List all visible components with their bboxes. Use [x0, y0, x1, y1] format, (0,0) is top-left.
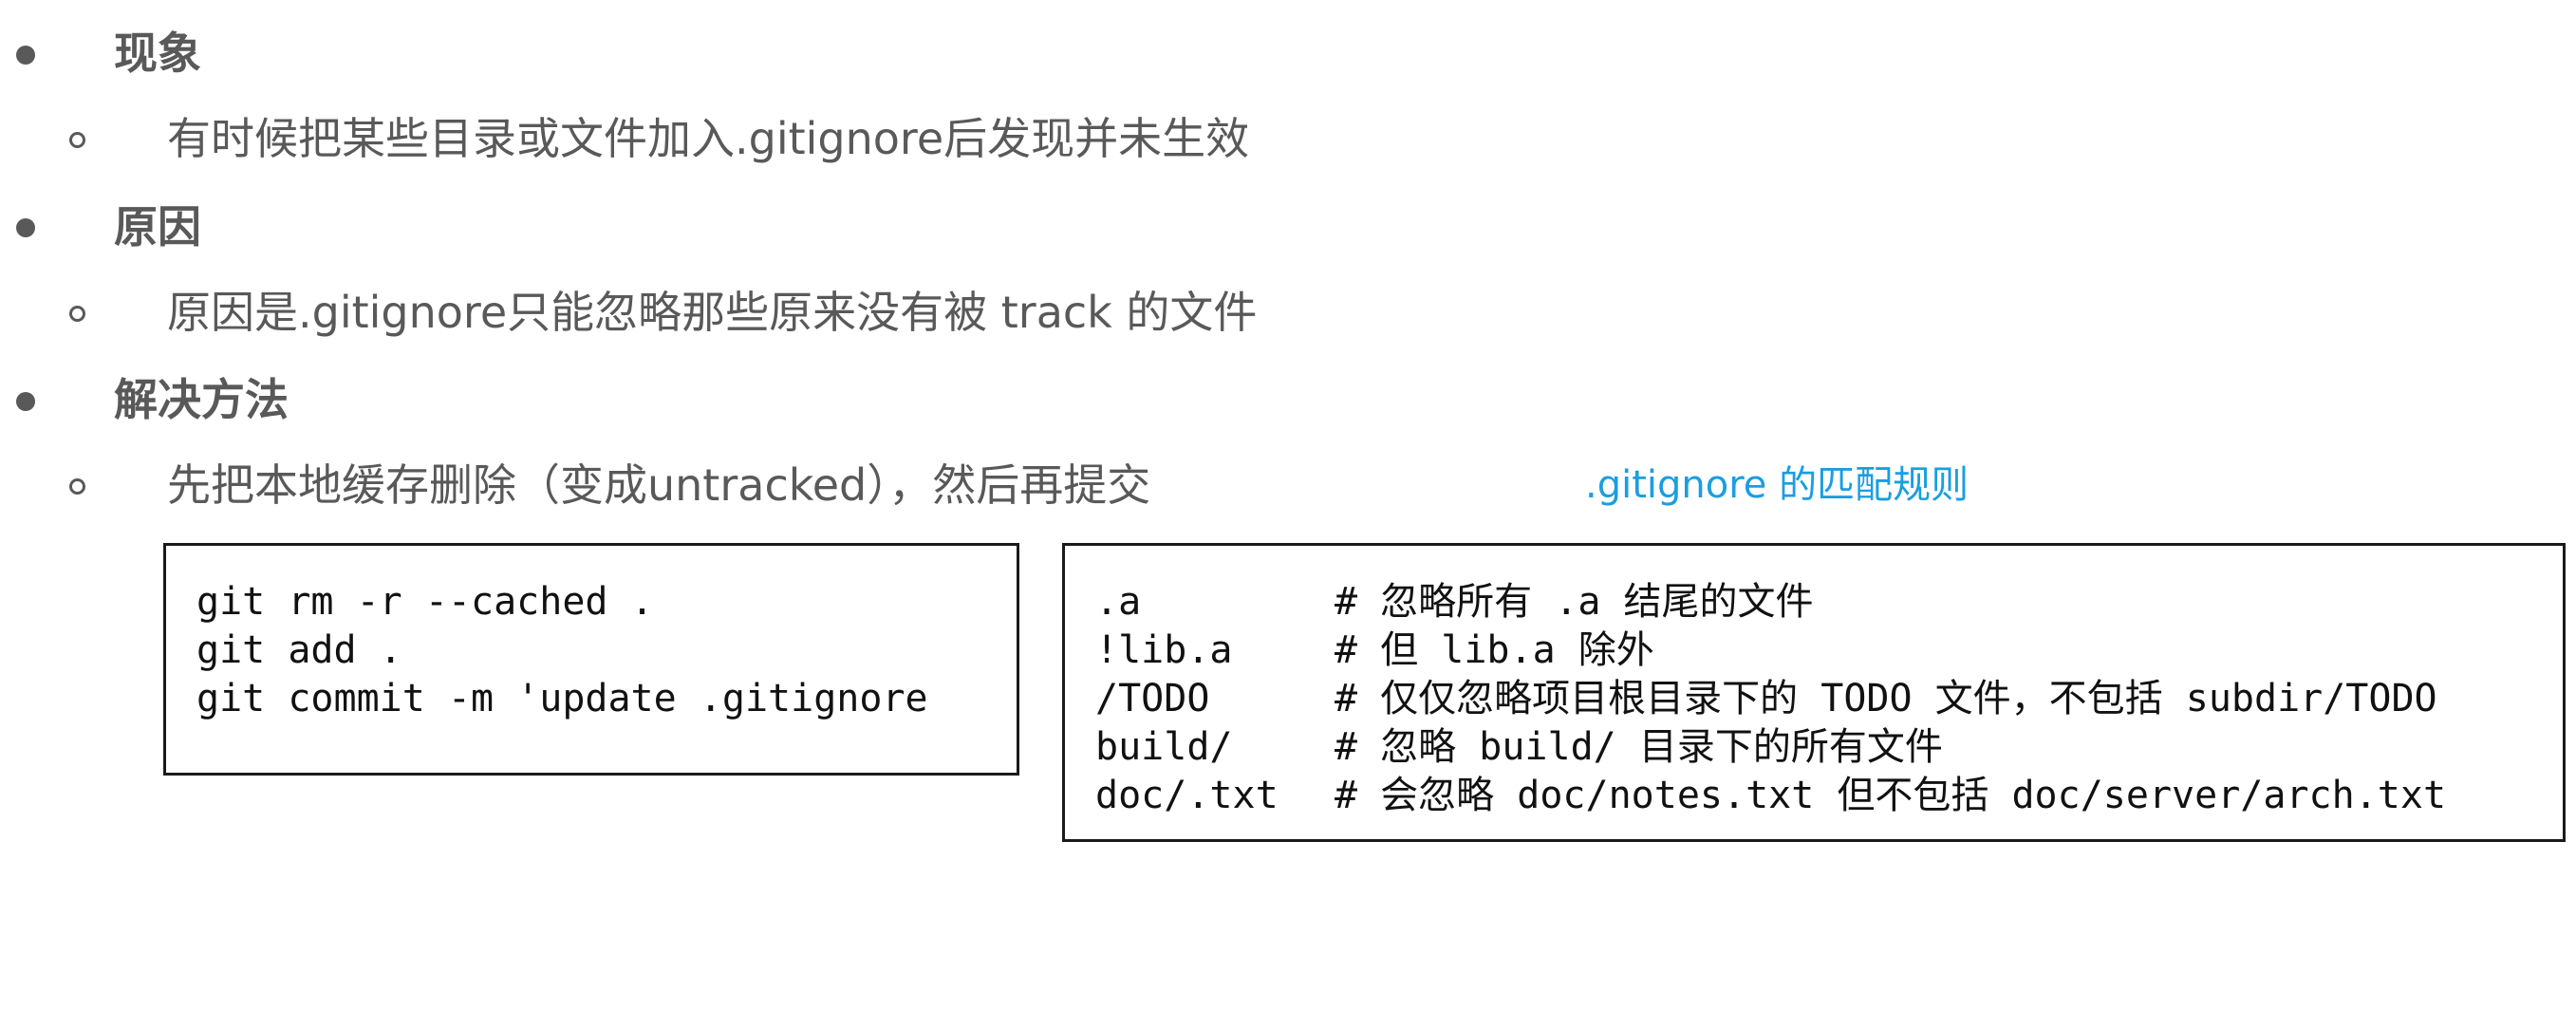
- rule-pattern: /TODO: [1095, 677, 1210, 720]
- rule-row: build/ # 忽略 build/ 目录下的所有文件: [1095, 723, 2563, 772]
- rules-code-block: .a # 忽略所有 .a 结尾的文件 !lib.a # 但 lib.a 除外 /TO…: [1062, 543, 2566, 842]
- rule-comment: # 会忽略 doc/notes.txt 但不包括 doc/server/arch…: [1335, 774, 2447, 817]
- bullet-dot-icon: [16, 218, 35, 237]
- rule-comment: # 仅仅忽略项目根目录下的 TODO 文件，不包括 subdir/TODO: [1335, 677, 2437, 720]
- rule-comment: # 忽略 build/ 目录下的所有文件: [1335, 725, 1943, 769]
- rule-pattern: !lib.a: [1095, 628, 1233, 672]
- section-heading-phenomenon: 现象: [114, 28, 201, 79]
- bullet-ring-icon: [69, 306, 85, 322]
- bullet-dot-icon: [16, 46, 35, 65]
- rule-row: !lib.a # 但 lib.a 除外: [1095, 627, 2563, 675]
- gitignore-rules-link[interactable]: .gitignore 的匹配规则: [1585, 463, 1969, 507]
- rule-comment: # 忽略所有 .a 结尾的文件: [1335, 580, 1814, 624]
- rule-pattern: build/: [1095, 725, 1233, 769]
- bullet-dot-icon: [16, 392, 35, 411]
- bullet-ring-icon: [69, 132, 85, 148]
- section-detail-cause: 原因是.gitignore只能忽略那些原来没有被 track 的文件: [167, 287, 1258, 338]
- rule-row: /TODO # 仅仅忽略项目根目录下的 TODO 文件，不包括 subdir/TO…: [1095, 675, 2563, 723]
- rule-row: doc/.txt # 会忽略 doc/notes.txt 但不包括 doc/ser…: [1095, 772, 2563, 820]
- rule-comment: # 但 lib.a 除外: [1335, 628, 1654, 672]
- commands-code-block: git rm -r --cached . git add . git commi…: [163, 543, 1019, 776]
- section-detail-phenomenon: 有时候把某些目录或文件加入.gitignore后发现并未生效: [167, 113, 1250, 164]
- rule-row: .a # 忽略所有 .a 结尾的文件: [1095, 578, 2563, 627]
- section-detail-solution: 先把本地缓存删除（变成untracked），然后再提交: [167, 459, 1151, 511]
- command-line: git rm -r --cached .: [196, 580, 654, 624]
- rule-pattern: .a: [1095, 580, 1142, 624]
- bullet-ring-icon: [69, 478, 85, 495]
- section-heading-cause: 原因: [114, 201, 201, 252]
- command-line: git commit -m 'update .gitignore: [196, 677, 928, 720]
- command-line: git add .: [196, 628, 402, 672]
- rule-pattern: doc/.txt: [1095, 774, 1279, 817]
- section-heading-solution: 解决方法: [114, 374, 289, 425]
